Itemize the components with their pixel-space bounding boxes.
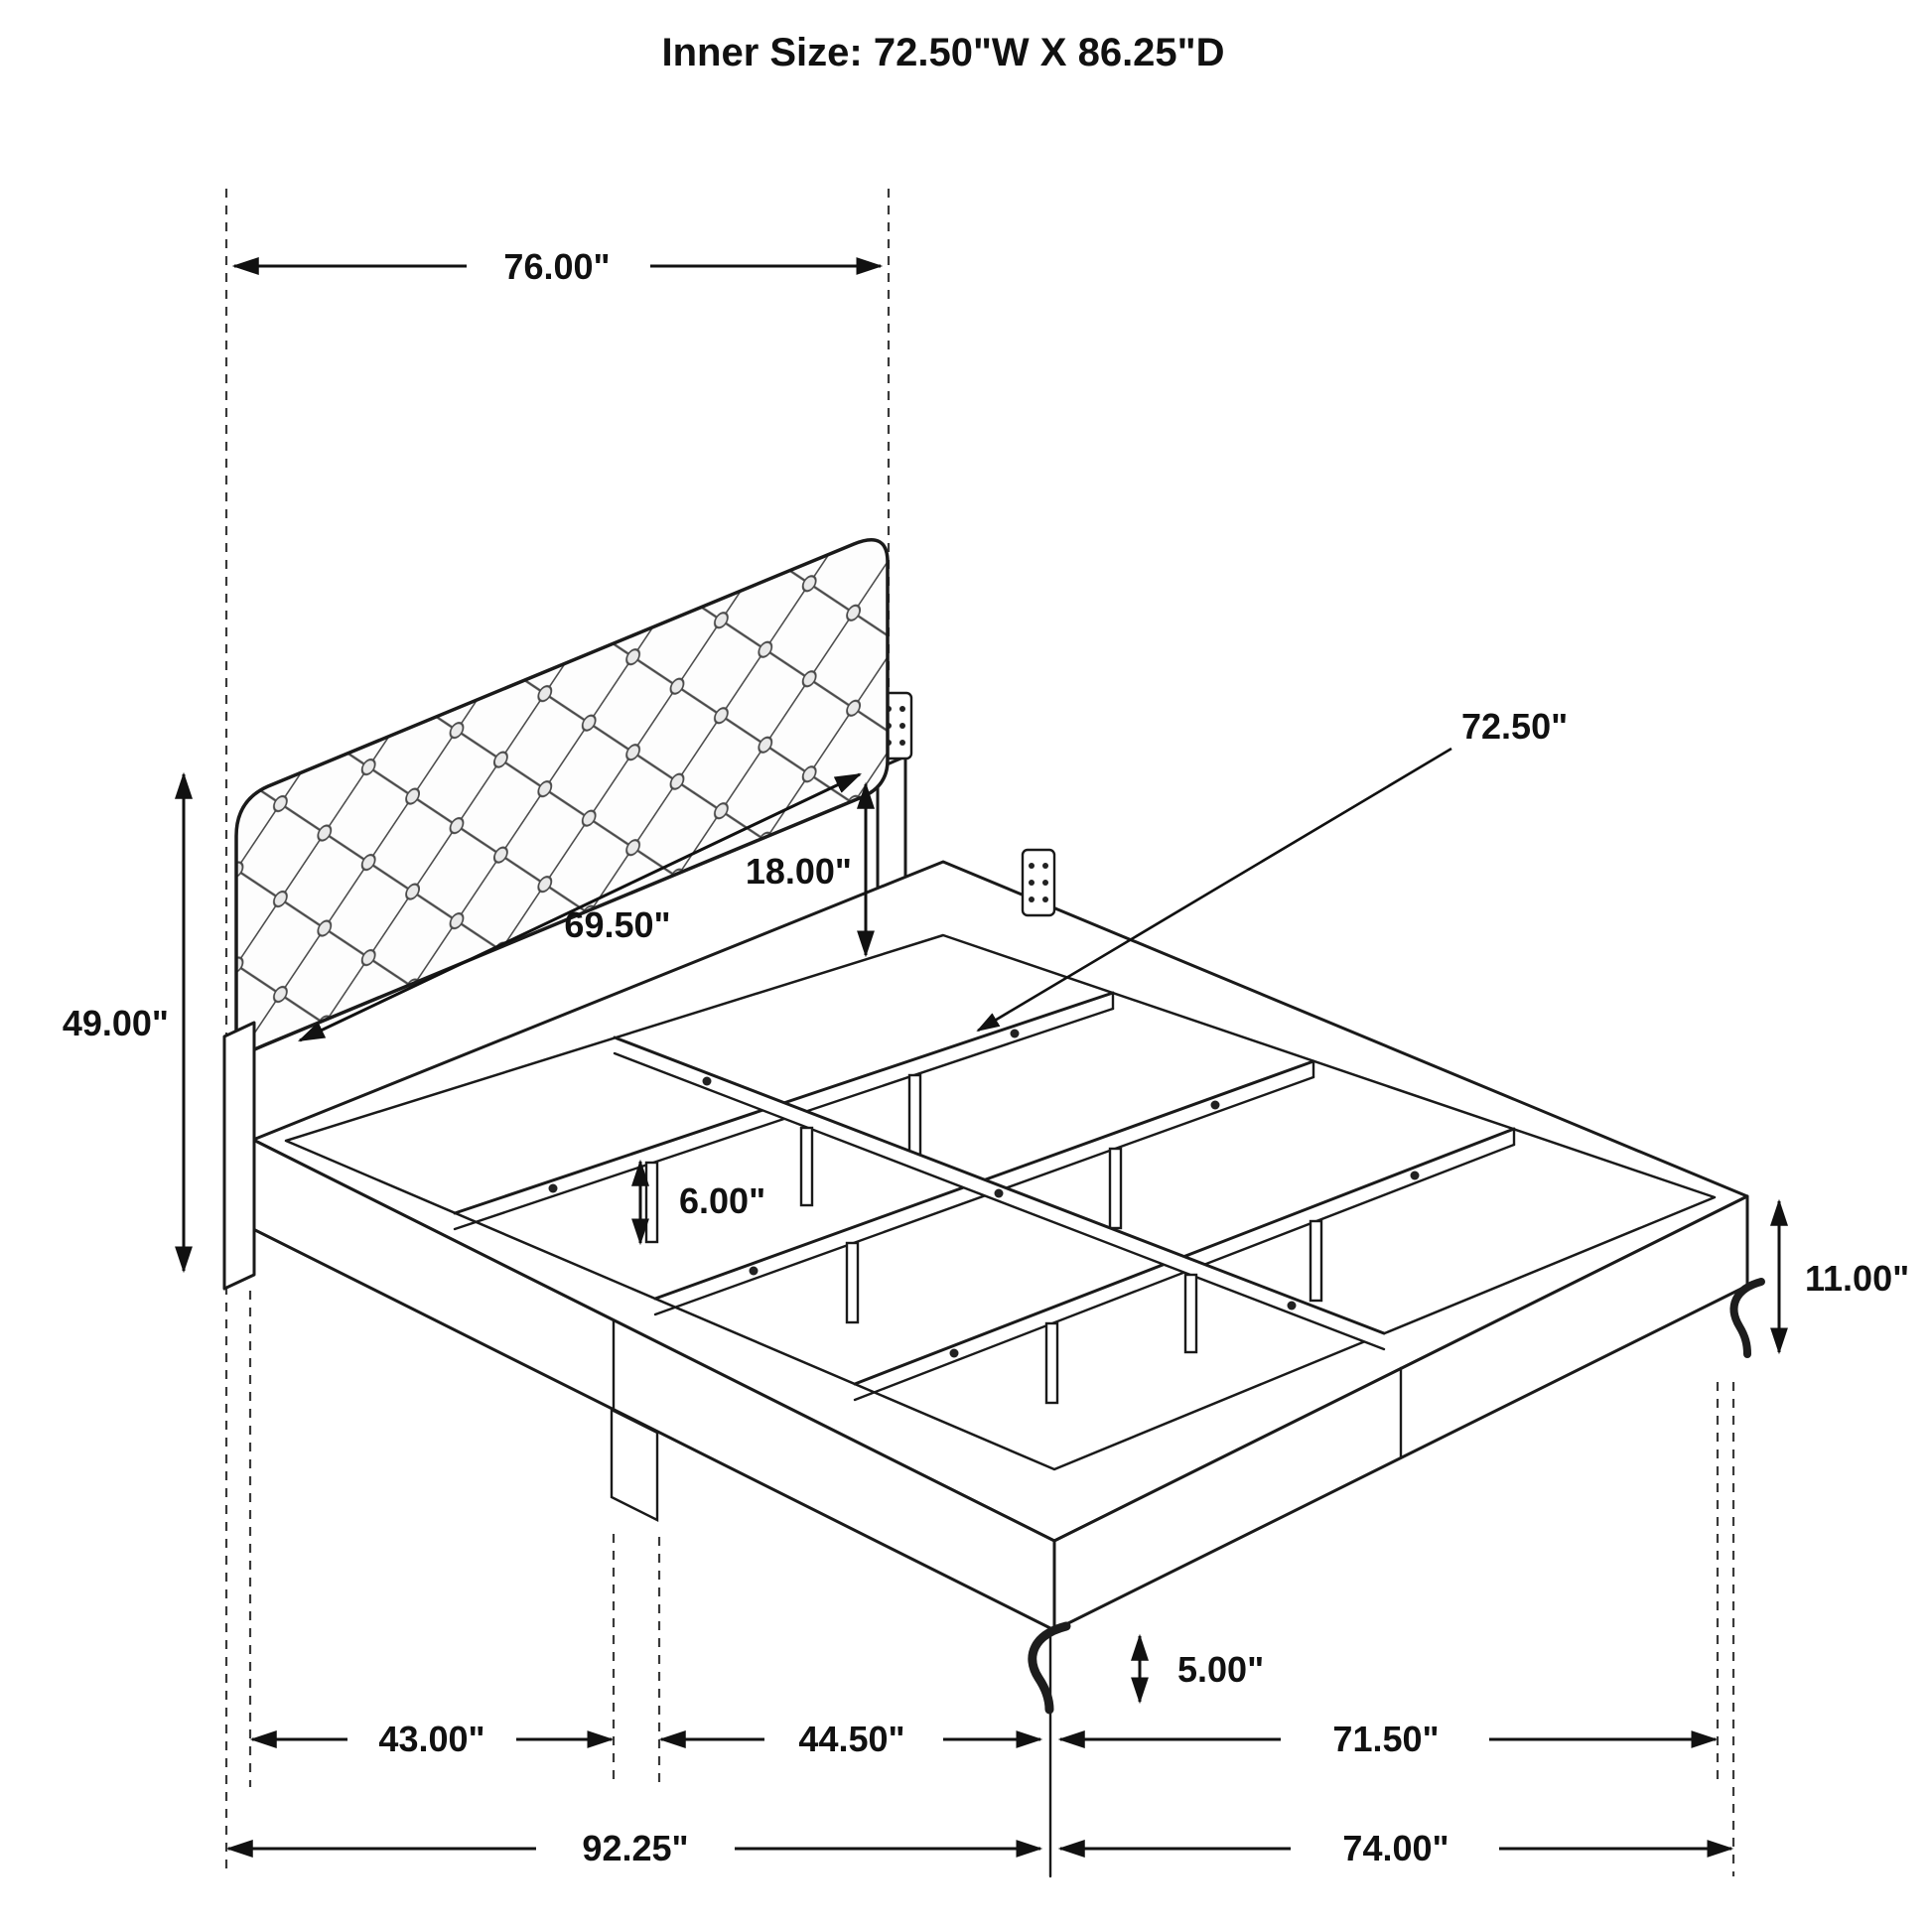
center-rail (613, 1035, 1386, 1354)
dimension-section-middle: 44.50" (658, 1719, 1043, 1759)
center-rail-leg (799, 1126, 814, 1207)
slat-leg (907, 1073, 922, 1157)
frame-base (251, 860, 1749, 1632)
dimension-headboard-clearance: 18.00" (746, 781, 875, 958)
slat-leg (1108, 1147, 1123, 1230)
dimension-inner-width: 72.50" (976, 706, 1568, 1033)
foot-leg-center (1028, 1621, 1071, 1715)
dimension-headboard-panel-width: 69.50" (297, 772, 863, 1042)
dim-label-headboard-height: 49.00" (63, 1003, 169, 1043)
center-rail-leg (1183, 1273, 1198, 1354)
dimension-foot-leg-height: 5.00" (1131, 1633, 1264, 1705)
dimension-section-right: 71.50" (1057, 1719, 1719, 1759)
dim-label-headboard-clearance: 18.00" (746, 851, 852, 892)
slat-leg (644, 1161, 659, 1244)
dim-label-frame-height: 11.00" (1805, 1258, 1909, 1299)
dim-label-headboard-width: 76.00" (503, 246, 610, 287)
slat-leg (845, 1241, 860, 1324)
dimension-overall-width: 74.00" (1057, 1828, 1734, 1868)
dim-label-overall-depth: 92.25" (582, 1828, 688, 1868)
dim-label-inner-width: 72.50" (1461, 706, 1568, 747)
slat-leg (1044, 1321, 1059, 1405)
dim-label-section-left: 43.00" (378, 1719, 484, 1759)
dimension-headboard-width: 76.00" (231, 246, 884, 287)
dim-label-overall-width: 74.00" (1342, 1828, 1449, 1868)
foot-legs (1028, 1278, 1765, 1715)
page-title: Inner Size: 72.50"W X 86.25"D (661, 31, 1224, 74)
dimension-headboard-height: 49.00" (63, 771, 193, 1274)
dimension-section-left: 43.00" (249, 1719, 615, 1759)
rail-leg-block (610, 1408, 659, 1522)
dim-label-foot-leg-height: 5.00" (1177, 1649, 1264, 1690)
dim-label-section-right: 71.50" (1332, 1719, 1439, 1759)
dimension-overall-depth: 92.25" (225, 1828, 1043, 1868)
dim-label-slat-leg-height: 6.00" (679, 1180, 765, 1221)
mounting-brackets (878, 691, 1056, 917)
dimension-frame-height: 11.00" (1770, 1198, 1909, 1355)
foot-leg-right (1729, 1278, 1765, 1358)
headboard-left-post (222, 1021, 256, 1291)
dim-label-section-middle: 44.50" (798, 1719, 904, 1759)
slat-leg (1309, 1219, 1323, 1303)
dim-label-headboard-panel-width: 69.50" (564, 904, 670, 945)
dimension-slat-leg-height: 6.00" (631, 1159, 765, 1246)
bracket-plate (1021, 848, 1056, 917)
